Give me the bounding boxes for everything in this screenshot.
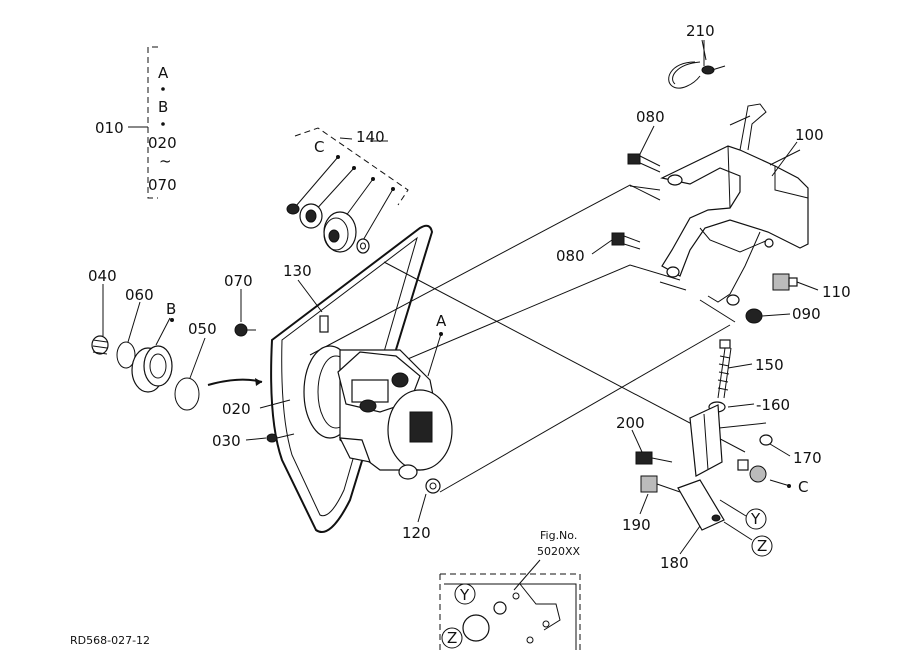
label-170: 170 [793, 449, 822, 467]
label-group-A: A [158, 64, 169, 82]
bolt-190 [640, 475, 681, 493]
mounting-bracket-100 [660, 103, 809, 306]
label-150: 150 [755, 356, 784, 374]
label-100: 100 [795, 126, 824, 144]
nut-120 [425, 478, 441, 494]
bolt-C [737, 459, 767, 483]
label-B: B [166, 300, 176, 318]
label-050: 050 [188, 320, 217, 338]
label-group-070: 070 [148, 176, 177, 194]
compressor-020 [303, 315, 453, 480]
label-090: 090 [792, 305, 821, 323]
v-belt-130 [270, 224, 434, 533]
label-130: 130 [283, 262, 312, 280]
pulley-washer [356, 238, 370, 254]
tension-plate [689, 404, 723, 477]
label-Y: Y [750, 510, 761, 528]
label-030: 030 [212, 432, 241, 450]
assembly-arrow [207, 378, 263, 386]
snap-ring-060 [116, 341, 136, 369]
label-190: 190 [622, 516, 651, 534]
clutch-coil-B [131, 345, 173, 393]
drawing-code: RD568-027-12 [70, 634, 150, 647]
label-070: 070 [224, 272, 253, 290]
pulley-bolt [286, 203, 300, 215]
label-080-upper: 080 [636, 108, 665, 126]
label-120: 120 [402, 524, 431, 542]
label-Z: Z [757, 537, 767, 555]
spacer-040 [91, 335, 109, 355]
ref-Z-circle [751, 535, 773, 557]
nut-090 [745, 308, 763, 324]
label-020: 020 [222, 400, 251, 418]
snap-ring-050 [174, 377, 200, 411]
bolt-080-lower [611, 232, 641, 250]
label-C: C [798, 478, 808, 496]
label-group-020: 020 [148, 134, 177, 152]
label-180: 180 [660, 554, 689, 572]
label-210: 210 [686, 22, 715, 40]
label-group-tilde: ~ [159, 152, 172, 170]
label-080-lower: 080 [556, 247, 585, 265]
hose-clip-210 [668, 40, 726, 89]
inset-view [439, 559, 581, 650]
ref-Y-circle [745, 508, 767, 530]
bolt-200 [635, 451, 673, 465]
fig-no-label: Fig.No. [540, 529, 577, 542]
inset-label-Z: Z [447, 629, 457, 647]
label-010: 010 [95, 119, 124, 137]
plate-180 [677, 479, 725, 531]
label-group-C: C [314, 138, 324, 156]
leader-lines [102, 39, 819, 557]
label-140: 140 [356, 128, 385, 146]
bolt-080-upper [627, 153, 661, 173]
label-group-B: B [158, 98, 168, 116]
part-labels: 010 A B 020 ~ 070 140 C 210 080 100 080 … [70, 22, 851, 647]
label-A: A [436, 312, 447, 330]
bolt-030 [266, 433, 295, 443]
group-bracket-010 [128, 46, 165, 199]
label-060: 060 [125, 286, 154, 304]
label-200: 200 [616, 414, 645, 432]
nut-170 [759, 434, 773, 446]
pulley-group-140 [286, 127, 409, 254]
bolt-110 [772, 273, 798, 291]
inset-label-Y: Y [459, 586, 470, 604]
fig-ref-label: 5020XX [537, 545, 581, 558]
bolt-150 [717, 339, 732, 399]
guide-lines [309, 184, 767, 493]
label-040: 040 [88, 267, 117, 285]
idler-bearing [299, 203, 323, 229]
bolt-070 [234, 323, 256, 337]
label-110: 110 [822, 283, 851, 301]
idler-pulley [323, 211, 357, 253]
label-160: -160 [756, 396, 790, 414]
